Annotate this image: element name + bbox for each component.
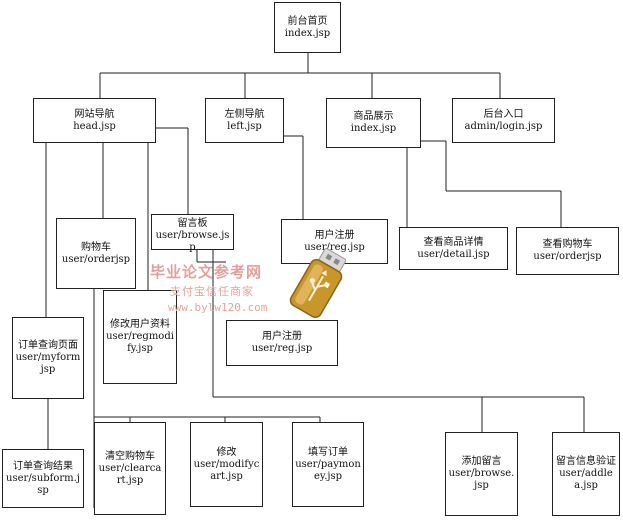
node-user-register-2-file: user/reg.jsp — [251, 343, 313, 354]
node-fill-order-file: user/paymoney.jsp — [295, 458, 361, 482]
node-site-nav-file: head.jsp — [73, 120, 116, 132]
node-order-query-file: user/myformjsp — [15, 352, 81, 375]
node-home-title: 前台首页 — [287, 15, 328, 27]
node-modify-profile-title: 修改用户资料 — [110, 319, 170, 330]
node-modify-cart: 修改 user/modifycart.jsp — [190, 422, 263, 507]
node-goods-display: 商品展示 index.jsp — [326, 98, 421, 148]
node-admin-entry: 后台入口 admin/login.jsp — [452, 98, 555, 143]
node-order-result-file: user/subform.jsp — [6, 472, 80, 496]
node-admin-entry-file: admin/login.jsp — [464, 120, 543, 132]
node-goods-detail-file: user/detail.jsp — [417, 248, 490, 260]
node-goods-display-file: index.jsp — [350, 123, 397, 134]
node-clear-cart-file: user/clearcart.jsp — [98, 462, 162, 486]
node-add-message-file: user/browse.jsp — [448, 468, 515, 491]
node-left-nav-title: 左侧导航 — [224, 108, 265, 120]
node-message-validate-file: user/addlea.jsp — [559, 468, 613, 491]
node-site-nav-title: 网站导航 — [74, 108, 115, 120]
node-clear-cart-title: 清空购物车 — [105, 450, 155, 462]
node-fill-order: 填写订单 user/paymoney.jsp — [292, 422, 364, 507]
node-order-result-title: 订单查询结果 — [13, 460, 73, 472]
node-view-cart-file: user/orderjsp — [533, 251, 602, 262]
watermark-subtitle: 支付宝信任商家 — [170, 285, 254, 298]
node-add-message: 添加留言 user/browse.jsp — [445, 432, 518, 516]
node-clear-cart: 清空购物车 user/clearcart.jsp — [94, 422, 166, 515]
node-user-register-1: 用户注册 user/reg.jsp — [281, 219, 388, 264]
watermark-url: www.bylw120.com — [168, 301, 268, 314]
node-message-validate-title: 留言信息验证 — [556, 456, 616, 467]
node-goods-detail: 查看商品详情 user/detail.jsp — [399, 227, 508, 270]
node-add-message-title: 添加留言 — [461, 456, 502, 467]
node-user-register-1-title: 用户注册 — [314, 229, 355, 241]
node-modify-cart-file: user/modifycart.jsp — [193, 458, 260, 482]
node-view-cart: 查看购物车 user/orderjsp — [516, 227, 619, 275]
node-message-board: 留言板 user/browse.jsp — [151, 214, 234, 253]
node-goods-detail-title: 查看商品详情 — [423, 236, 484, 248]
node-modify-profile: 修改用户资料 user/regmodify.jsp — [103, 290, 177, 384]
usb-logo-icon — [289, 248, 347, 319]
node-user-register-2: 用户注册 user/reg.jsp — [226, 320, 338, 366]
node-left-nav: 左侧导航 left.jsp — [205, 98, 284, 143]
node-left-nav-file: left.jsp — [227, 120, 262, 132]
node-message-board-file: user/browse.jsp — [155, 230, 230, 253]
node-message-board-title: 留言板 — [177, 218, 208, 229]
node-cart-file: user/orderjsp — [61, 253, 131, 265]
node-user-register-1-file: user/reg.jsp — [304, 241, 365, 253]
node-modify-cart-title: 修改 — [216, 446, 237, 458]
node-home: 前台首页 index.jsp — [274, 2, 341, 53]
node-goods-display-title: 商品展示 — [353, 111, 394, 122]
node-modify-profile-file: user/regmodify.jsp — [106, 331, 174, 354]
node-cart: 购物车 user/orderjsp — [56, 218, 136, 289]
node-user-register-2-title: 用户注册 — [262, 331, 302, 342]
node-admin-entry-title: 后台入口 — [483, 108, 524, 120]
node-view-cart-title: 查看购物车 — [542, 239, 593, 250]
node-fill-order-title: 填写订单 — [308, 446, 348, 458]
node-site-nav: 网站导航 head.jsp — [33, 98, 156, 143]
node-order-query-title: 订单查询页面 — [18, 340, 78, 351]
node-home-file: index.jsp — [284, 27, 331, 39]
node-order-query: 订单查询页面 user/myformjsp — [12, 317, 84, 399]
node-cart-title: 购物车 — [81, 241, 111, 253]
watermark-title: 毕业论文参考网 — [150, 263, 263, 281]
node-order-result: 订单查询结果 user/subform.jsp — [2, 449, 84, 508]
node-message-validate: 留言信息验证 user/addlea.jsp — [552, 432, 620, 516]
